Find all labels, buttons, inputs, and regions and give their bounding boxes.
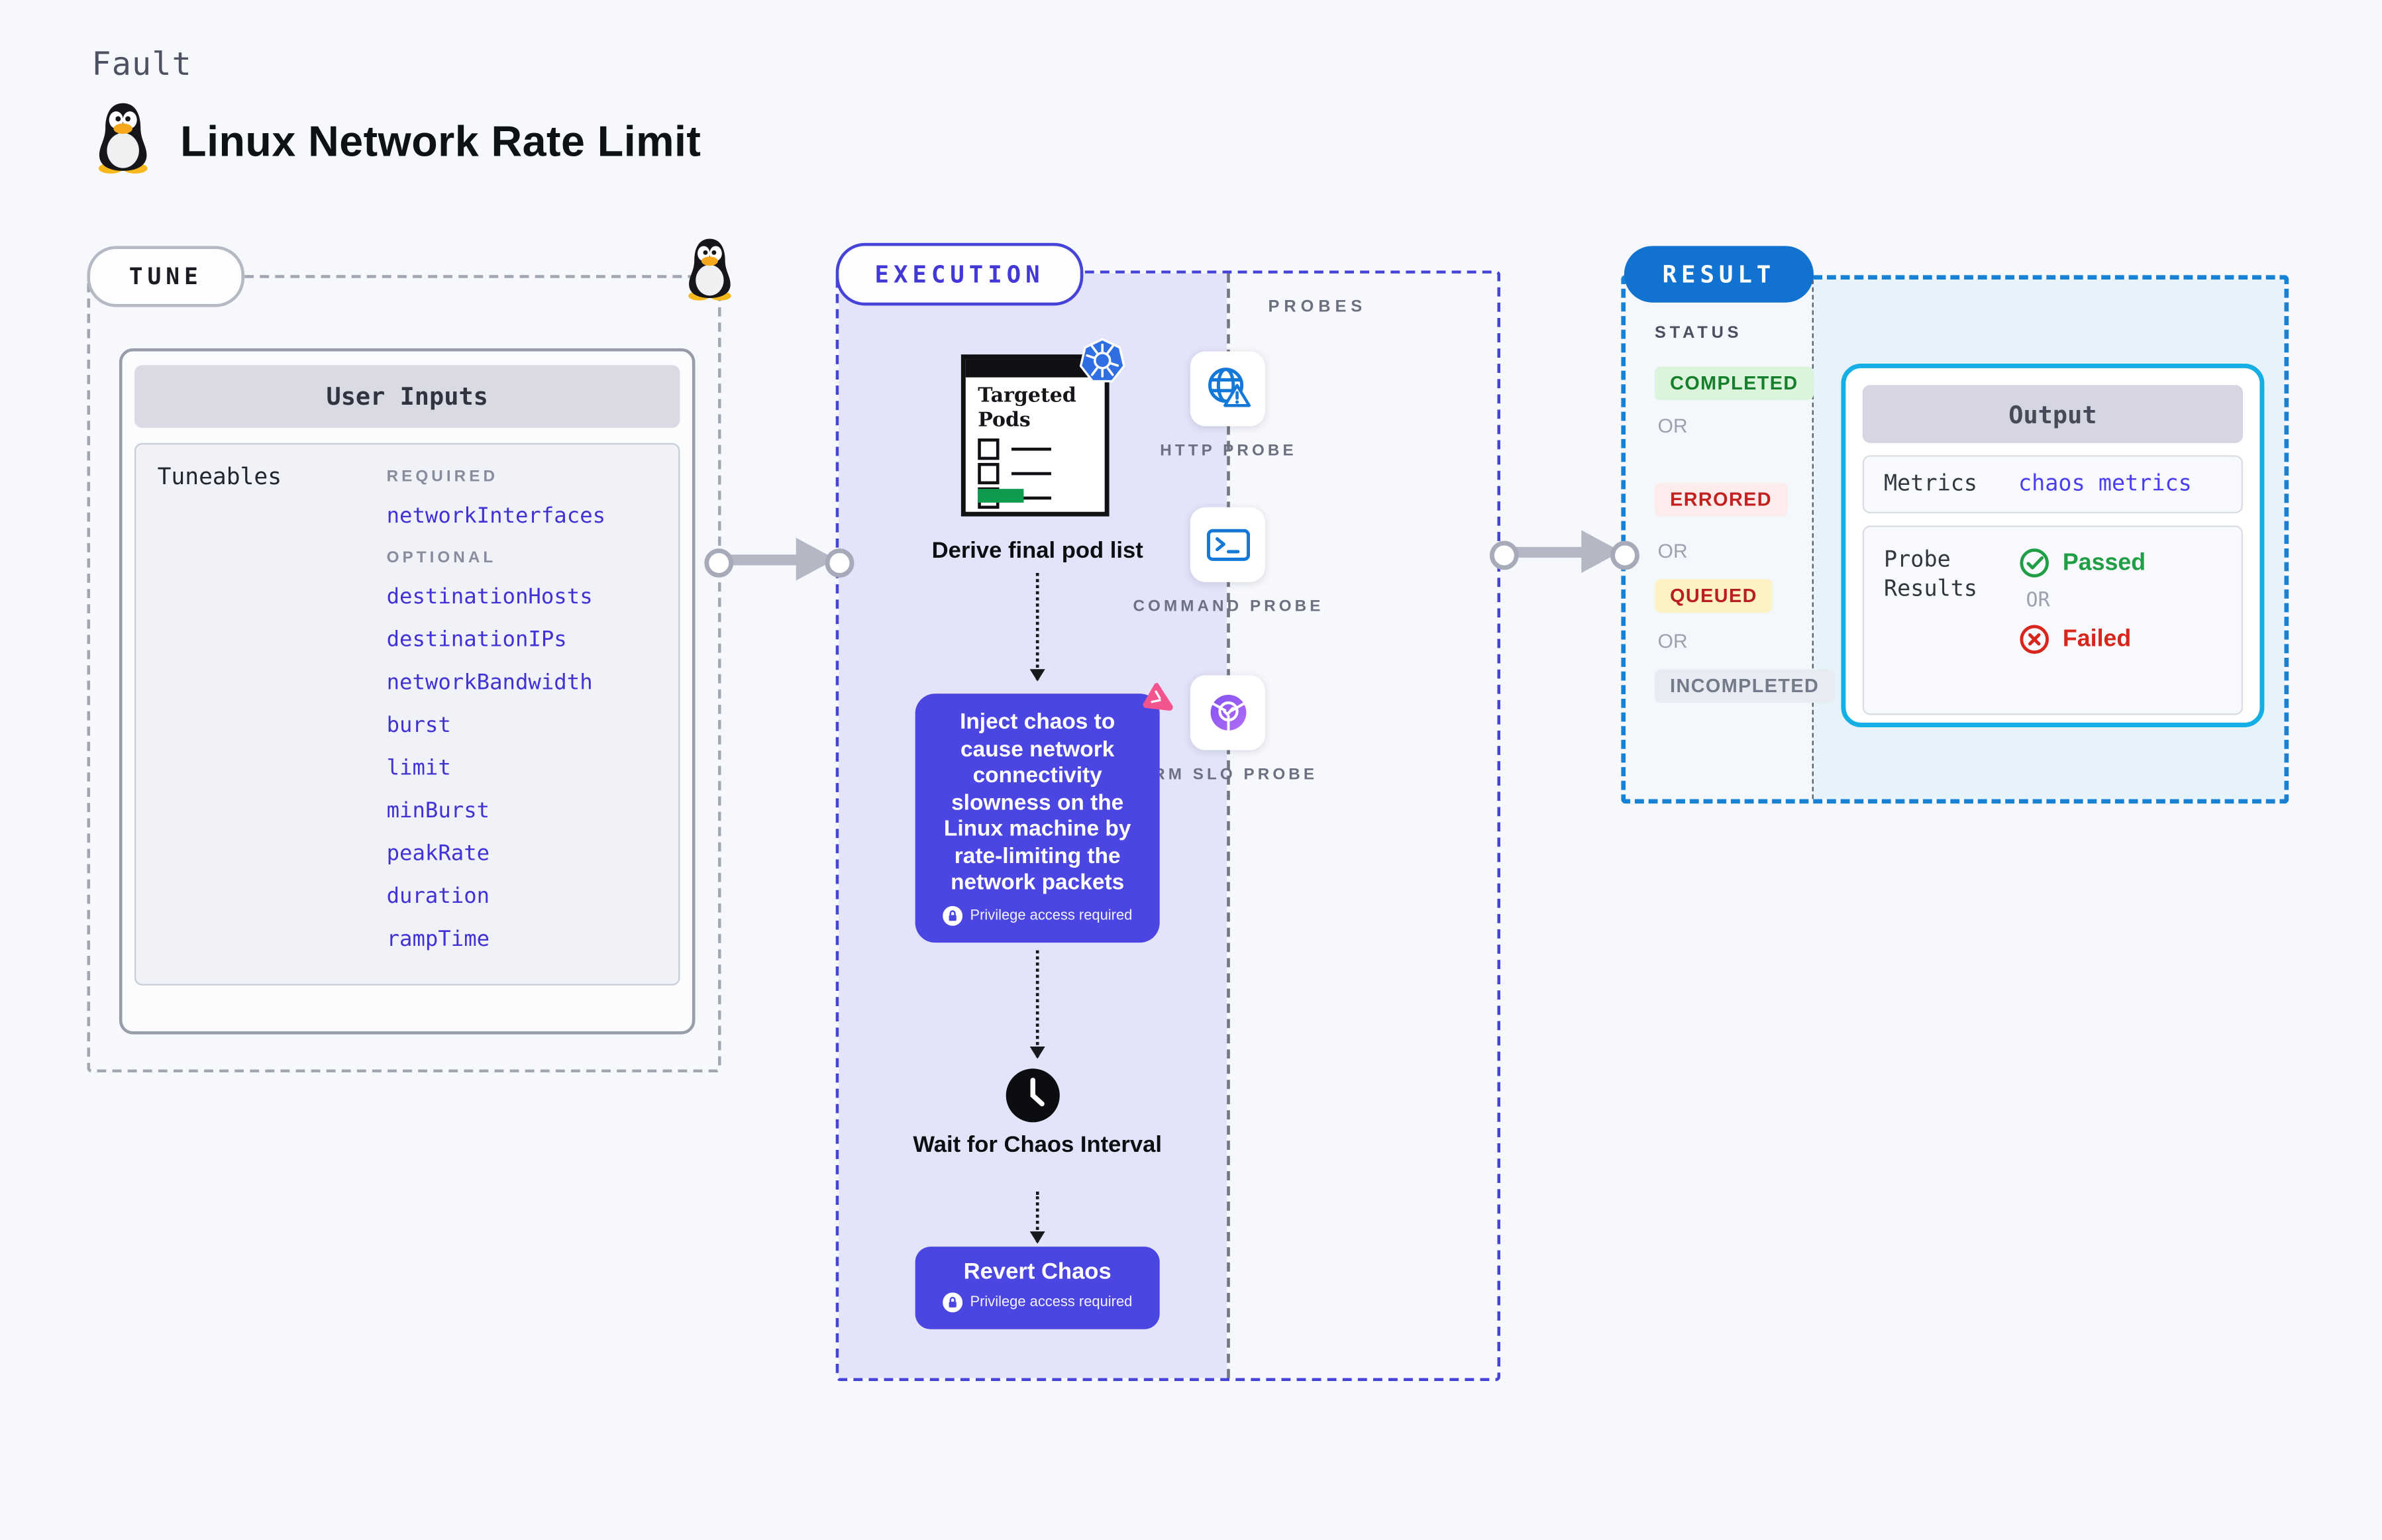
execution-section-box: PROBES Targeted Pods [835, 270, 1501, 1382]
probes-divider [1227, 273, 1230, 1378]
status-badge-incompleted: INCOMPLETED [1655, 669, 1835, 703]
inject-chaos-node: Inject chaos to cause network connectivi… [915, 683, 1173, 943]
privilege-note: Privilege access required [970, 906, 1133, 924]
flow-connector [1029, 572, 1045, 682]
command-probe-label: COMMAND PROBE [1133, 597, 1324, 616]
flow-connector [1029, 950, 1045, 1059]
param-item: duration [386, 884, 490, 909]
status-panel [1626, 280, 1812, 799]
probe-results-row: Probe Results Passed OR Failed [1862, 525, 2244, 715]
optional-label: OPTIONAL [386, 548, 497, 567]
metrics-value: chaos metrics [2018, 472, 2192, 497]
revert-chaos-node: Revert Chaos Privilege access required [915, 1247, 1160, 1329]
tune-section-box [87, 275, 721, 1073]
http-probe-card [1190, 351, 1265, 427]
or-label: OR [1657, 539, 1688, 562]
privilege-row: Privilege access required [931, 905, 1145, 925]
or-label: OR [2026, 590, 2050, 613]
result-pill: RESULT [1624, 246, 1814, 303]
derive-pod-list-step: Derive final pod list [931, 537, 1143, 564]
srm-slo-probe-label: SRM SLO PROBE [1139, 765, 1318, 784]
inject-chaos-text: Inject chaos to cause network connectivi… [943, 710, 1131, 896]
http-probe-label: HTTP PROBE [1160, 441, 1297, 460]
param-item: limit [386, 756, 451, 781]
wait-chaos-step: Wait for Chaos Interval [913, 1132, 1162, 1158]
clock-icon [1004, 1066, 1062, 1125]
kubernetes-icon [1078, 338, 1126, 385]
tuneables-panel: Tuneables REQUIRED networkInterfaces OPT… [134, 442, 680, 986]
user-inputs-card: User Inputs Tuneables REQUIRED networkIn… [119, 348, 696, 1035]
metrics-label: Metrics [1884, 471, 1977, 496]
globe-alert-icon [1207, 366, 1250, 407]
tux-penguin-icon [91, 101, 154, 181]
output-card: Output Metrics chaos metrics Probe Resul… [1841, 363, 2265, 727]
param-item: destinationIPs [386, 628, 567, 652]
srm-slo-probe-card [1190, 675, 1265, 750]
user-inputs-title: User Inputs [134, 365, 680, 428]
slo-gauge-icon [1210, 693, 1246, 730]
x-circle-icon [2020, 625, 2049, 654]
tuneables-label: Tuneables [157, 462, 282, 491]
param-item: peakRate [386, 841, 490, 866]
connector-dot [1489, 540, 1519, 570]
lock-icon [942, 1292, 962, 1313]
connector-dot [704, 548, 734, 578]
arrow-execution-to-result [1506, 546, 1592, 558]
lock-icon [942, 905, 962, 925]
or-label: OR [1657, 629, 1688, 652]
privilege-note: Privilege access required [970, 1294, 1133, 1311]
param-item: networkInterfaces [386, 504, 606, 529]
flow-connector [1029, 1192, 1045, 1244]
result-divider [1812, 280, 1814, 799]
param-item: destinationHosts [386, 585, 593, 610]
targeted-pods-icon: Targeted Pods [960, 338, 1125, 517]
status-badge-queued: QUEUED [1655, 579, 1773, 613]
status-badge-completed: COMPLETED [1655, 366, 1814, 401]
connector-dot [1610, 540, 1639, 570]
failed-label: Failed [2062, 625, 2132, 652]
status-label: STATUS [1655, 323, 1743, 342]
execution-flow: Targeted Pods [839, 274, 1227, 1378]
probe-results-label: Probe Results [1884, 548, 1977, 602]
tune-pill: TUNE [87, 246, 245, 307]
connector-dot [825, 548, 854, 578]
privilege-row: Privilege access required [915, 1292, 1160, 1313]
probes-label: PROBES [1268, 297, 1367, 317]
targeted-pods-title: Targeted Pods [978, 385, 1076, 433]
progress-bar [978, 489, 1024, 503]
revert-chaos-text: Revert Chaos [963, 1258, 1112, 1285]
metrics-row: Metrics chaos metrics [1862, 455, 2244, 514]
param-item: minBurst [386, 799, 490, 824]
param-item: burst [386, 713, 451, 739]
terminal-icon [1206, 528, 1249, 560]
page-title: Linux Network Rate Limit [180, 117, 701, 164]
required-label: REQUIRED [386, 467, 499, 486]
execution-pill: EXECUTION [835, 242, 1084, 306]
command-probe-card [1190, 507, 1265, 582]
output-title: Output [1862, 385, 2244, 443]
or-label: OR [1657, 414, 1688, 437]
passed-label: Passed [2062, 549, 2146, 576]
title-row: Linux Network Rate Limit [91, 101, 701, 181]
fault-kicker: Fault [91, 46, 192, 83]
param-item: rampTime [386, 927, 490, 952]
tux-penguin-icon-small [683, 237, 737, 309]
chaos-logo-icon [1138, 680, 1174, 716]
status-badge-errored: ERRORED [1655, 482, 1788, 517]
arrow-tune-to-execution [721, 554, 807, 566]
param-item: networkBandwidth [386, 670, 593, 695]
check-circle-icon [2020, 548, 2049, 578]
